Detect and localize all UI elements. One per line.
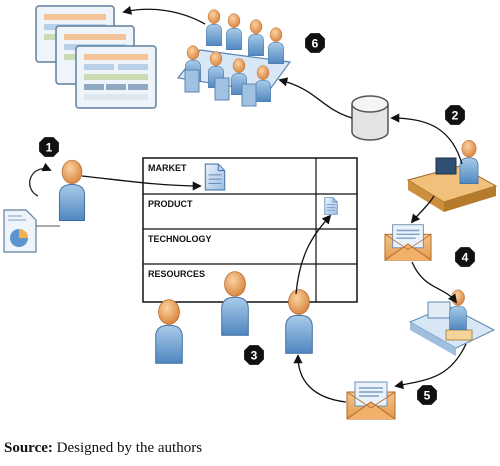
matrix-table: MARKET PRODUCT TECHNOLOGY RESOURCES: [142, 157, 358, 303]
svg-text:2: 2: [452, 109, 459, 123]
meeting-table-icon: [176, 9, 292, 107]
row-label-resources: RESOURCES: [148, 269, 205, 279]
step-badge-1: 1: [39, 137, 59, 157]
arrow-workstation-to-db: [390, 113, 463, 165]
step-badge-4: 4: [455, 247, 475, 267]
svg-text:1: 1: [46, 141, 53, 155]
report-chart-icon: [3, 209, 37, 253]
svg-text:6: 6: [312, 37, 319, 51]
step-badge-6: 6: [305, 33, 325, 53]
envelope-icon: [384, 223, 432, 261]
row-label-technology: TECHNOLOGY: [148, 234, 212, 244]
process-diagram: MARKET PRODUCT TECHNOLOGY RESOURCES 1 2 …: [3, 5, 498, 420]
arrow-person-to-product: [295, 214, 332, 295]
cycle-arrow: [29, 162, 52, 197]
caption-label: Source:: [4, 440, 53, 456]
person-icon: [155, 299, 183, 364]
arrow-workstation-to-envelope: [410, 195, 435, 224]
envelope-icon: [346, 381, 396, 420]
caption-text: Designed by the authors: [56, 440, 203, 456]
arrow-db-to-meeting: [278, 77, 353, 119]
flow-arrows: [81, 5, 467, 403]
arrow-envelope-to-workstation: [411, 261, 458, 304]
svg-text:3: 3: [251, 349, 258, 363]
workstation-icon: [406, 139, 498, 212]
person-icon: [285, 289, 313, 354]
figure-caption: Source: Designed by the authors: [4, 440, 202, 457]
document-icon: [204, 163, 226, 191]
person-icon: [221, 271, 249, 336]
arrow-workstation-to-envelope5: [394, 343, 467, 390]
step-badge-5: 5: [417, 385, 437, 405]
step-badge-2: 2: [445, 105, 465, 125]
document-icon: [324, 197, 338, 215]
svg-text:4: 4: [462, 251, 469, 265]
svg-text:5: 5: [424, 389, 431, 403]
workstation-icon: [408, 289, 496, 356]
arrow-meeting-to-diagrams: [122, 5, 206, 25]
stacked-diagram-icon: [35, 5, 157, 109]
row-label-product: PRODUCT: [148, 199, 193, 209]
arrow-envelope-to-person: [293, 354, 347, 403]
step-badge-3: 3: [244, 345, 264, 365]
arrow-person1-to-market: [81, 175, 202, 191]
row-label-market: MARKET: [148, 163, 187, 173]
person-icon: [58, 159, 86, 221]
database-icon: [351, 95, 389, 141]
